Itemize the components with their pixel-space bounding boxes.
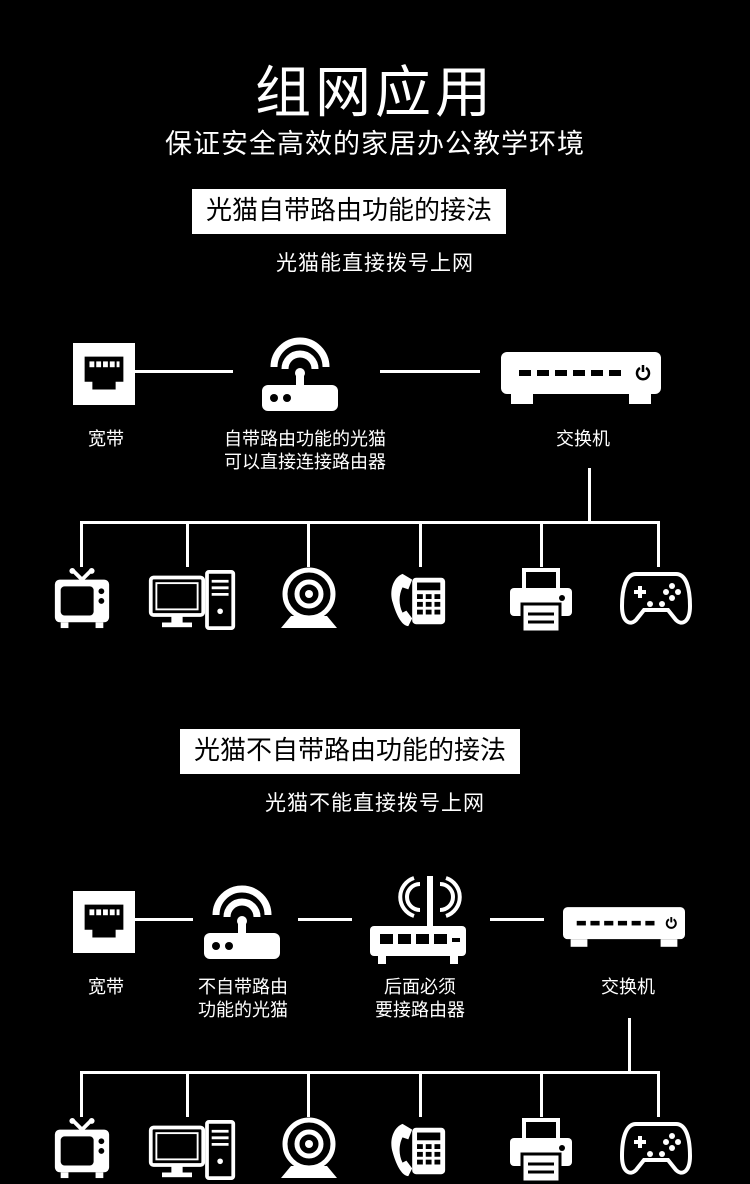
- section1-note: 光猫能直接拨号上网: [276, 251, 474, 275]
- connection-line: [298, 918, 352, 921]
- page-subtitle: 保证安全高效的家居办公教学环境: [165, 129, 585, 160]
- gamepad-icon: [620, 1118, 692, 1178]
- modem-wifi-icon: [202, 881, 282, 961]
- connection-line: [135, 918, 193, 921]
- trunk-line: [628, 1018, 631, 1074]
- printer-icon: [508, 1118, 574, 1184]
- modem-label-line2: 可以直接连接路由器: [224, 452, 386, 473]
- drop-line: [186, 1071, 189, 1117]
- webcam-icon: [277, 1116, 341, 1182]
- switch-label: 交换机: [601, 977, 655, 998]
- desktop-computer-icon: [146, 570, 238, 630]
- drop-line: [80, 1071, 83, 1117]
- modem-label-line1: 不自带路由: [198, 977, 288, 998]
- connection-line: [380, 370, 480, 373]
- drop-line: [657, 521, 660, 567]
- telephone-icon: [386, 1118, 450, 1180]
- page-title: 组网应用: [255, 61, 495, 126]
- switch-icon: [501, 352, 661, 408]
- drop-line: [419, 521, 422, 567]
- gamepad-icon: [620, 568, 692, 628]
- drop-line: [540, 1071, 543, 1117]
- section2-heading: 光猫不自带路由功能的接法: [180, 729, 521, 774]
- desktop-computer-icon: [146, 1120, 238, 1180]
- drop-line: [80, 521, 83, 567]
- drop-line: [186, 521, 189, 567]
- modem-label-line2: 功能的光猫: [198, 1000, 288, 1021]
- router-label-line2: 要接路由器: [375, 1000, 465, 1021]
- tv-icon: [52, 1118, 112, 1180]
- modem-label-line1: 自带路由功能的光猫: [224, 429, 386, 450]
- router-icon: [368, 868, 468, 968]
- tv-icon: [52, 568, 112, 630]
- section2-note: 光猫不能直接拨号上网: [265, 791, 485, 815]
- telephone-icon: [386, 568, 450, 630]
- section1-heading: 光猫自带路由功能的接法: [192, 189, 507, 234]
- switch-icon: [563, 907, 685, 950]
- trunk-line: [588, 468, 591, 524]
- bus-line: [80, 1071, 660, 1074]
- modem-wifi-icon: [260, 333, 340, 413]
- bus-line: [80, 521, 660, 524]
- broadband-label: 宽带: [88, 429, 124, 450]
- printer-icon: [508, 568, 574, 634]
- webcam-icon: [277, 566, 341, 632]
- ethernet-port-icon: [73, 342, 135, 406]
- broadband-label: 宽带: [88, 977, 124, 998]
- drop-line: [307, 1071, 310, 1117]
- drop-line: [419, 1071, 422, 1117]
- connection-line: [490, 918, 544, 921]
- drop-line: [540, 521, 543, 567]
- connection-line: [135, 370, 233, 373]
- switch-label: 交换机: [556, 429, 610, 450]
- drop-line: [307, 521, 310, 567]
- ethernet-port-icon: [73, 890, 135, 954]
- router-label-line1: 后面必须: [384, 977, 456, 998]
- drop-line: [657, 1071, 660, 1117]
